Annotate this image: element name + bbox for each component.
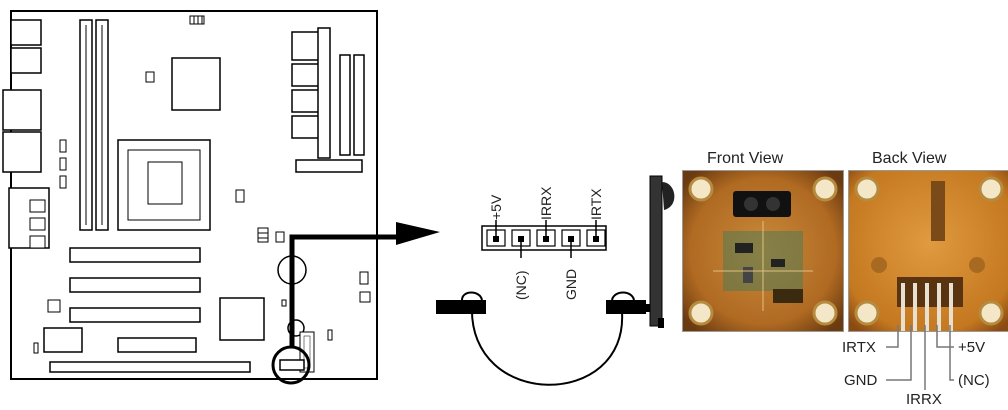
back-label-plus5v: +5V <box>958 339 986 356</box>
ir-module-front-image <box>682 170 844 332</box>
pci-slot <box>69 247 201 263</box>
back-label-nc: (NC) <box>958 372 990 389</box>
ir-header-location <box>279 359 305 371</box>
ide-connector <box>339 54 351 156</box>
chipset <box>171 57 221 111</box>
ir-module-back-image <box>848 170 1008 332</box>
pin-label-gnd: GND <box>563 268 579 300</box>
pin-label-irrx: IRRX <box>538 186 554 220</box>
pin-label-irtx: IRTX <box>588 188 604 220</box>
ir-cable <box>436 291 656 386</box>
ir-header-pins <box>481 220 607 258</box>
back-view-title: Back View <box>872 150 947 167</box>
pin-label-nc: (NC) <box>513 270 529 300</box>
pci-slot <box>69 277 201 293</box>
io-port <box>2 131 42 173</box>
pci-slot <box>69 307 201 323</box>
back-label-irrx: IRRX <box>906 391 942 408</box>
pin-label-plus5v: +5V <box>488 194 504 220</box>
pointer-line <box>289 234 398 347</box>
back-label-irtx: IRTX <box>842 339 876 356</box>
io-port <box>2 89 42 131</box>
pointer-arrow <box>396 222 440 245</box>
ir-module-bracket <box>649 175 675 328</box>
chipset <box>219 297 265 341</box>
io-port <box>10 19 42 46</box>
back-label-gnd: GND <box>844 372 878 389</box>
cable-plug-left <box>436 300 486 314</box>
ide-connector <box>353 54 365 156</box>
io-port <box>10 47 42 74</box>
front-view-title: Front View <box>707 150 784 167</box>
